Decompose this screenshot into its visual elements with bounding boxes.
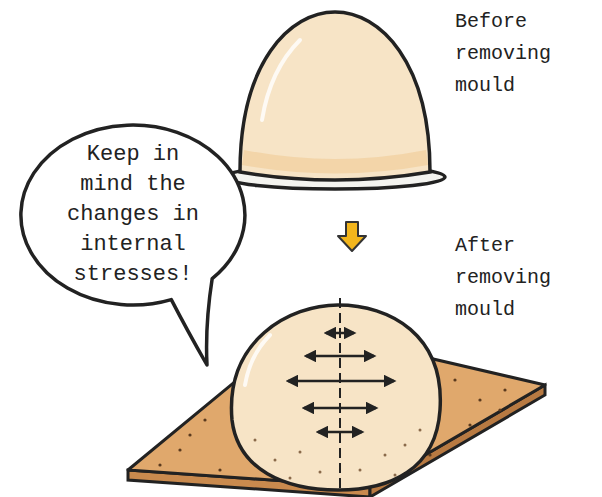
dot xyxy=(158,463,161,466)
stress-arrows xyxy=(288,333,394,432)
stage-label: After removing mould xyxy=(455,230,567,326)
stress-arrow xyxy=(318,431,362,434)
dot xyxy=(419,429,422,432)
dot xyxy=(218,468,221,471)
symmetry-axis xyxy=(339,298,341,492)
dot xyxy=(289,477,292,480)
dot xyxy=(359,469,362,472)
dot xyxy=(394,474,397,477)
dome-band xyxy=(242,150,428,174)
stress-arrow xyxy=(306,355,374,358)
down-arrow xyxy=(338,222,366,251)
dot xyxy=(254,439,257,442)
dot xyxy=(428,453,431,456)
bubble-text: Keep in mind the changes in internal str… xyxy=(63,140,203,290)
dot xyxy=(404,444,407,447)
speech-bubble: Keep in mind the changes in internal str… xyxy=(15,120,255,370)
dot xyxy=(299,451,302,454)
stress-arrow xyxy=(288,380,394,383)
dome-before xyxy=(240,12,430,180)
dot xyxy=(178,448,181,451)
stress-arrow xyxy=(326,332,354,335)
dot xyxy=(384,454,387,457)
dome-highlight xyxy=(262,40,300,120)
dot xyxy=(503,388,506,391)
stress-arrow xyxy=(304,407,376,410)
dot xyxy=(498,408,501,411)
dot xyxy=(203,418,206,421)
dome-highlight xyxy=(245,335,270,385)
dot xyxy=(319,471,322,474)
stage-label: Before removing mould xyxy=(455,6,567,102)
dot xyxy=(478,398,481,401)
dot xyxy=(188,433,191,436)
dome-after xyxy=(231,305,440,490)
dot xyxy=(468,423,471,426)
bubble-shape xyxy=(21,125,245,365)
dot xyxy=(453,378,456,381)
dot xyxy=(274,459,277,462)
dome-dots xyxy=(254,429,422,480)
